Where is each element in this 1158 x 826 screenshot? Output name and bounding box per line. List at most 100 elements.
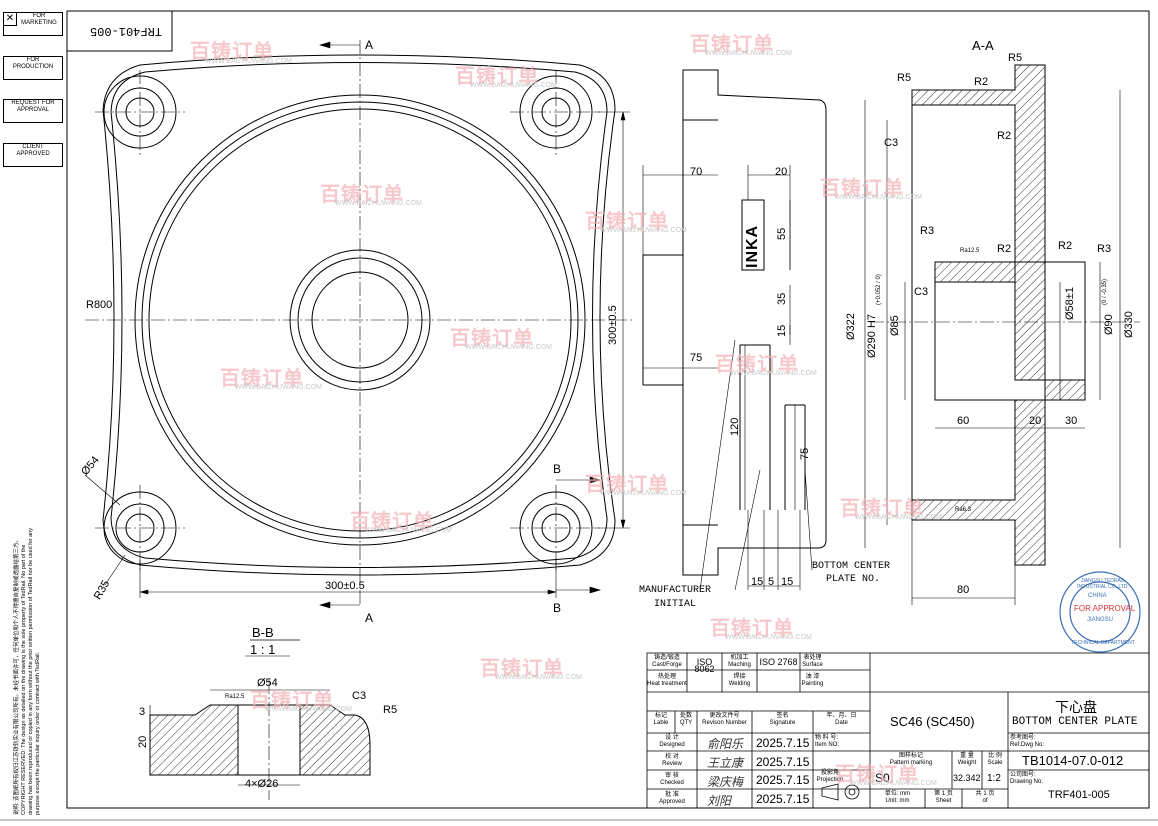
date-designed: 2025.7.15 [756,736,810,750]
watermark-url: WWW.BAIZHUWANG.COM [850,780,937,787]
dim-75-side: 75 [690,352,703,364]
bb-dim-c3: C3 [352,690,367,702]
bb-dim-phi54: Ø54 [257,677,278,689]
callout-bottom-center: BOTTOM CENTER [812,561,891,572]
watermark-url: WWW.BAIZHUWANG.COM [235,384,322,391]
inka-text: INKA [744,224,761,268]
tb-ref: 参考图号:Ref.Dwg No: [1010,735,1045,748]
watermark: 百铸订单 [250,690,334,712]
date-approved: 2025.7.15 [756,792,810,806]
section-b-top-label: B [553,462,562,476]
section-b-bottom-label: B [553,601,562,615]
dim-c3-a: C3 [884,137,899,149]
dim-phi322: Ø322 [845,313,857,340]
dim-phi90: Ø90 [1103,314,1115,335]
watermark: 百铸订单 [320,184,404,206]
tb-iso8062: ISO 8062 [694,657,715,674]
section-bb-dimensions [149,639,330,786]
projection-symbol [821,783,860,801]
dim-r2-b: R2 [997,130,1012,142]
stamp-checkbox-icon: ✕ [4,13,17,26]
dim-35: 35 [776,292,788,305]
section-a-bottom-label: A [365,611,374,625]
seal-top-text: JIANGSU TEDRAIL INDUSTRIAL CO.,LTD. [1077,578,1129,590]
bb-dim-r5: R5 [383,704,398,716]
watermark: 百铸订单 [690,34,774,56]
watermark-url: WWW.BAIZHUWANG.COM [265,706,352,713]
scale-value: 1:2 [987,773,1001,784]
dim-r800: R800 [86,299,113,311]
side-dimension-lines [642,165,813,591]
sig-designer: 俞阳乐 [707,737,744,751]
code-box [66,10,173,52]
watermark: 百铸订单 [480,658,564,680]
watermark-url: WWW.BAIZHUWANG.COM [600,490,687,497]
sig-reviewer: 王立康 [707,756,744,770]
bb-dim-3: 3 [139,706,146,718]
drawing-border [66,10,1150,809]
drawing-code-top: TRF401-005 [90,24,163,38]
dim-15-vert: 15 [776,324,788,337]
section-aa-title: A-A [972,38,994,53]
sig-approver: 刘阳 [707,794,732,808]
weight-value: 32.342 [953,773,981,783]
tb-dwg: 公司图号:Drawing No: [1010,772,1044,785]
seal-center-text: FOR APPROVAL [1074,604,1136,613]
dim-r5-b: R5 [897,72,912,84]
section-bb-scale: 1 : 1 [250,642,276,657]
section-bb-title: B-B [252,625,274,640]
title-block-grid [646,652,1150,809]
callout-manufacturer: MANUFACTURER [639,585,712,596]
watermark-url: WWW.BAIZHUWANG.COM [335,200,422,207]
plan-dimension-lines [84,41,630,609]
seal-bottom-text: TECHNICAL DEPARTMENT [1071,640,1135,646]
plan-view [102,54,616,576]
date-checked: 2025.7.15 [756,773,810,787]
watermark-url: WWW.BAIZHUWANG.COM [725,634,812,641]
dim-120: 120 [729,417,741,436]
section-bb [149,704,371,776]
dim-r2-a: R2 [974,76,989,88]
seal-jiangsu: JIANGSU [1087,617,1114,623]
watermark-url: WWW.BAIZHUWANG.COM [495,674,582,681]
bb-dim-20: 20 [137,735,149,748]
dim-20-aa: 20 [1029,415,1042,427]
stamp-request-approval: REQUEST FOR APPROVAL [3,99,63,123]
stamp-marketing: ✕ FOR MARKETING [3,12,63,36]
dim-phi330: Ø330 [1123,311,1135,338]
dim-r3-a: R3 [920,225,935,237]
dim-w300: 300±0.5 [325,580,365,592]
approval-seal [1059,571,1141,653]
tb-iso2768: ISO 2768 [759,657,798,667]
dim-phi85: Ø85 [889,315,901,336]
part-title-cn: 下心盘 [1055,699,1097,715]
pattern-value: S0 [875,771,890,785]
plan-centerlines [85,40,635,605]
part-title-en: BOTTOM CENTER PLATE [1012,716,1138,728]
watermark-url: WWW.BAIZHUWANG.COM [705,50,792,57]
dim-75-inner: 75 [799,447,811,460]
watermark: 百铸订单 [220,368,304,390]
material-value: SC46 (SC450) [890,714,975,729]
watermark: 百铸订单 [190,41,274,63]
watermark-url: WWW.BAIZHUWANG.COM [365,527,452,534]
dim-80: 80 [957,584,970,596]
dim-r5-a: R5 [1008,52,1023,64]
watermark: 百铸订单 [840,498,924,520]
dim-phi290-tol: (+0.052 / 0) [876,274,882,305]
dim-r3-b: R3 [1097,243,1112,255]
